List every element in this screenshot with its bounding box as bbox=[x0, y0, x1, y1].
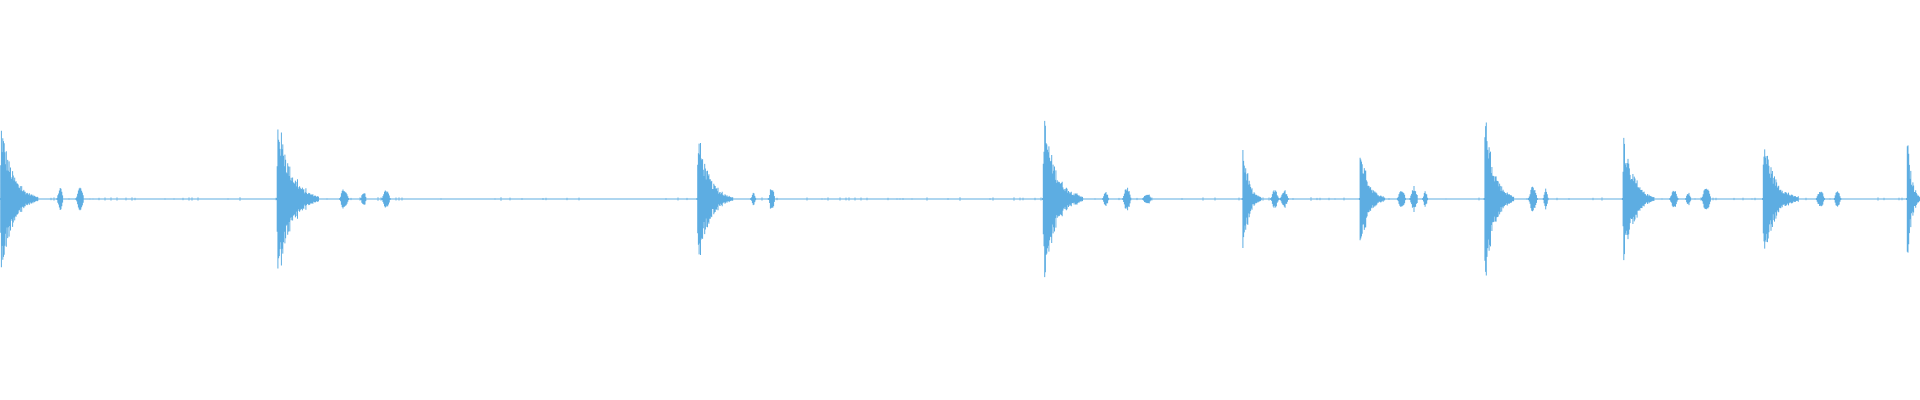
waveform-burst bbox=[1621, 137, 1711, 261]
waveform-noise bbox=[8, 197, 1903, 201]
waveform-burst-path bbox=[0, 130, 84, 268]
waveform-burst-path bbox=[1483, 122, 1549, 276]
waveform-burst bbox=[1483, 122, 1549, 276]
waveform-burst bbox=[1906, 145, 1920, 253]
waveform-burst-path bbox=[1621, 137, 1711, 261]
waveform-burst bbox=[0, 130, 84, 268]
waveform-burst-path bbox=[1906, 145, 1920, 253]
waveform-bursts bbox=[0, 120, 1920, 278]
